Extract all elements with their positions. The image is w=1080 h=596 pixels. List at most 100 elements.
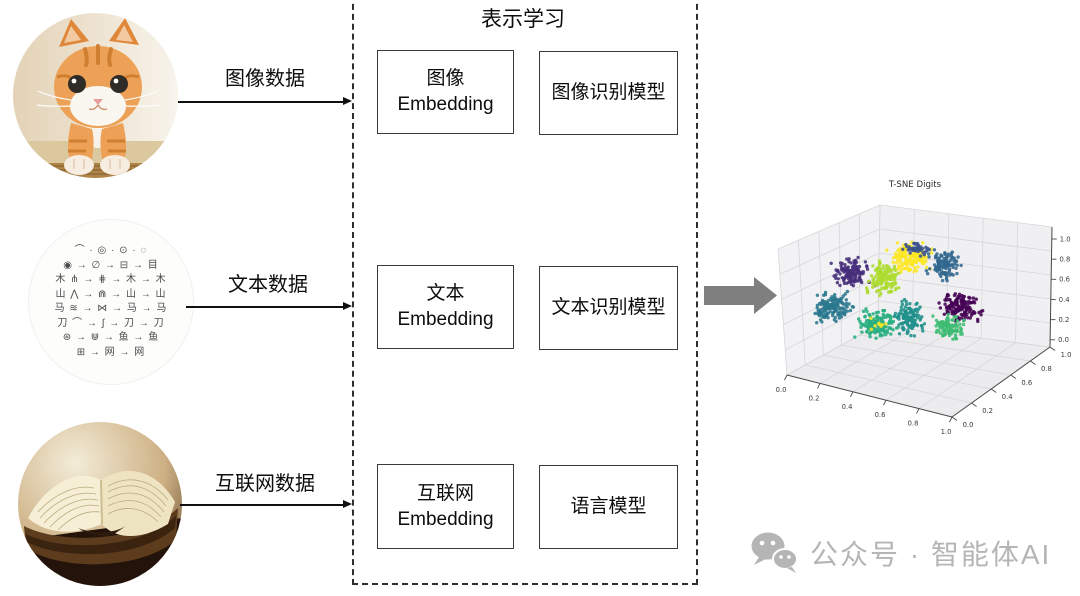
tsne-cluster-point [955,300,959,304]
tsne-cluster-point [955,263,959,267]
tick-label: 0.8 [1041,365,1052,373]
script-evolution-row: 马 ≋ → ⋈ → 马 → 马 [54,303,168,314]
tsne-cluster-point [831,302,835,306]
node-line2: Embedding [397,94,494,115]
tick-label: 0.2 [1058,316,1069,324]
tsne-cluster-point [920,261,925,266]
tick-label: 0.6 [1059,276,1070,284]
tick-label: 1.0 [941,428,952,436]
tsne-cluster-point [981,309,985,313]
tsne-cluster-point [910,263,914,268]
grid-line [980,218,984,339]
tsne-cluster-point [815,303,820,307]
tsne-cluster-point [902,316,906,320]
tsne-cluster-point [962,294,966,299]
tsne-cluster-point [860,280,864,285]
tsne-cluster-point [972,301,977,305]
script-evolution-rows: ⌒ · ◎ · ⊙ · ◌◉ → ∅ → ⊟ → 目木 ⋔ → ⋕ → 木 → … [29,220,193,384]
tsne-cluster-point [888,317,893,322]
tsne-cluster-point [894,261,899,265]
tsne-cluster-point [884,322,888,326]
tsne-cluster-point [954,337,959,341]
tsne-cluster-point [900,326,905,330]
tsne-cluster-point [939,274,943,279]
grid-line [918,342,1016,409]
tsne-cluster-point [911,313,915,317]
grid-line [878,276,1051,300]
tsne-cluster-point [949,308,953,312]
tsne-cluster-point [834,273,838,277]
tsne-cluster-point [935,252,939,256]
tsne-cluster-point [905,314,909,319]
tsne-cluster-point [939,253,943,257]
arrowhead-icon [343,500,352,508]
axis-spine [951,346,1051,418]
tsne-cluster-point [953,333,958,337]
tsne-cluster-point [932,263,937,267]
tsne-cluster-point [949,332,953,336]
tsne-cluster-point [905,302,909,307]
tsne-cluster-point [956,309,960,313]
tsne-cluster-point [843,263,847,267]
tsne-cluster-point [876,276,881,280]
pane-right [878,205,1052,347]
tsne-cluster-point [944,305,949,310]
tsne-cluster-point [946,252,950,256]
tsne-cluster-point [853,335,857,339]
block-arrow-icon [704,277,777,314]
tick-label: 0.0 [963,421,974,429]
tsne-cluster-point [960,297,964,302]
tsne-cluster-point [830,313,835,318]
tsne-cluster-point [853,277,857,281]
tsne-cluster-point [893,268,897,273]
representation-learning-box [352,0,698,585]
tsne-cluster-point [918,257,923,261]
tsne-cluster-point [907,257,911,262]
tsne-cluster-point [954,259,959,263]
tsne-cluster-point [845,289,850,294]
tsne-cluster-point [905,331,909,336]
tsne-cluster-point [879,282,883,286]
tsne-cluster-point [914,260,919,265]
tick-mark [971,402,977,407]
grid-line [777,248,788,376]
tsne-cluster-point [931,314,935,318]
tsne-cluster-point [943,251,947,255]
tsne-cluster-point [917,307,921,311]
tsne-cluster-point [891,260,895,264]
tsne-cluster-point [892,314,897,319]
tsne-cluster-point [955,271,959,276]
tsne-cluster-point [885,330,890,335]
tsne-cluster-point [818,301,822,306]
tsne-cluster-point [884,315,888,319]
tsne-cluster-point [966,307,971,311]
wechat-icon [751,532,798,573]
tsne-cluster-point [959,332,963,336]
tsne-cluster-point [902,266,906,271]
tsne-cluster-point [956,296,960,301]
tsne-cluster-point [946,325,951,329]
tsne-cluster-point [905,263,909,267]
tsne-cluster-point [897,317,901,321]
arrow-shaft [180,503,344,506]
tsne-cluster-point [901,251,906,255]
tsne-cluster-point [902,297,907,302]
tsne-cluster-point [844,274,848,279]
tsne-cluster-point [937,321,942,325]
grid-line [879,228,1052,252]
tsne-cluster-point [836,302,840,307]
tick-label: 0.6 [875,411,886,419]
tsne-cluster-point [833,309,837,313]
tsne-cluster-point [954,315,958,319]
tsne-cluster-point [952,256,956,260]
tsne-cluster-point [974,297,978,301]
tsne-cluster-point [928,267,932,271]
tsne-cluster-point [868,335,872,339]
tsne-cluster-point [920,326,924,330]
tsne-cluster-point [876,310,880,314]
tsne-cluster-point [878,316,882,320]
tsne-cluster-point [882,286,886,290]
tsne-cluster-point [887,290,891,294]
tsne-cluster-point [943,328,947,333]
tick-mark [949,416,953,423]
